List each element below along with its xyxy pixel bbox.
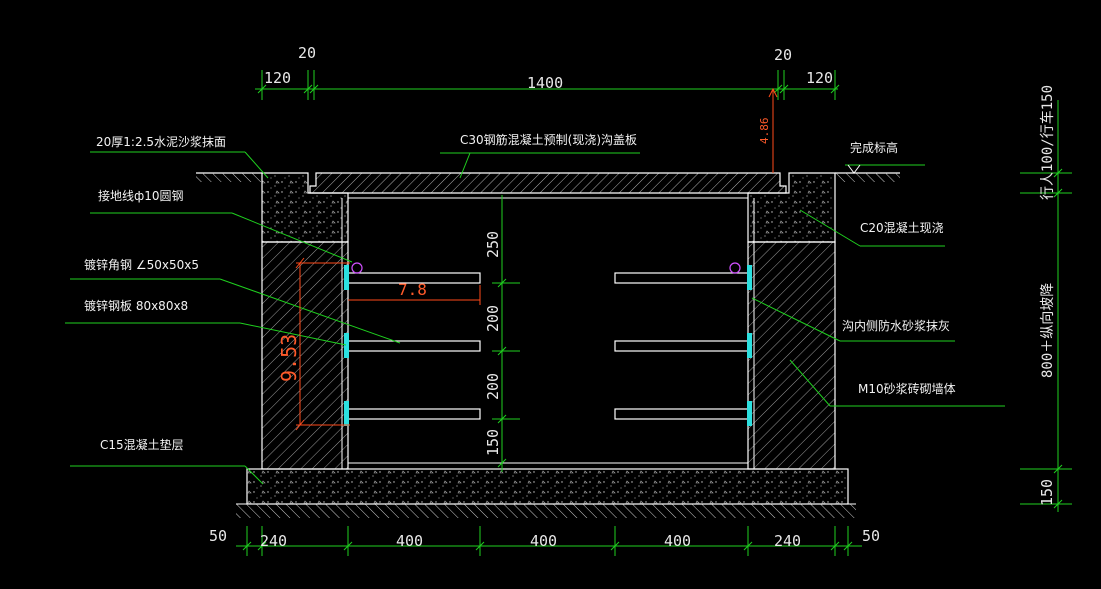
measure-cover-gap: 4.86 — [758, 118, 771, 145]
dim-bottom-right-margin: 50 — [862, 527, 880, 545]
label-c15: C15混凝土垫层 — [100, 437, 184, 452]
leader-lines — [65, 151, 1005, 485]
trench-structure — [196, 172, 900, 518]
bracket-right-2 — [614, 333, 752, 358]
label-steel-plate: 镀锌钢板 80x80x8 — [84, 299, 188, 313]
cable-brackets — [344, 262, 752, 426]
trench-interior — [347, 197, 749, 470]
measurement-text: 7.8 9.53 4.86 — [277, 118, 771, 383]
dim-bottom-span-3: 400 — [664, 532, 691, 550]
dim-top-right-gap: 20 — [774, 46, 792, 64]
bracket-left-2 — [344, 333, 481, 358]
dim-right-top: 行人100/行车150 — [1039, 85, 1056, 200]
measure-horizontal: 7.8 — [398, 280, 427, 299]
dimension-lines — [236, 70, 1072, 556]
label-ground-wire: 接地线ф10圆钢 — [98, 188, 184, 203]
base-earth-hatch — [236, 504, 856, 518]
finished-grade-triangle — [847, 164, 861, 174]
measure-vertical: 9.53 — [277, 334, 301, 382]
cover-slab — [309, 172, 787, 194]
bracket-left-3 — [344, 401, 481, 426]
label-plaster: 20厚1:2.5水泥沙浆抹面 — [96, 134, 226, 149]
dim-top-span: 1400 — [527, 74, 563, 92]
dim-right-bottom: 150 — [1038, 479, 1056, 506]
dim-top-left-wall: 120 — [264, 69, 291, 87]
left-masonry-wall — [261, 241, 349, 470]
label-c20: C20混凝土现浇 — [860, 220, 944, 235]
dim-vertical-4: 150 — [484, 429, 502, 456]
label-finished-grade: 完成标高 — [850, 140, 898, 155]
dim-bottom-left-margin: 50 — [209, 527, 227, 545]
ground-hatch-right — [835, 173, 900, 182]
label-masonry: M10砂浆砖砌墙体 — [858, 381, 956, 396]
annotation-labels: 20厚1:2.5水泥沙浆抹面 C30钢筋混凝土预制(现浇)沟盖板 完成标高 接地… — [84, 132, 956, 452]
label-waterproof: 沟内侧防水砂浆抹灰 — [842, 318, 950, 333]
bracket-right-1 — [614, 262, 752, 290]
c15-base-slab — [246, 468, 849, 505]
dim-bottom-span-1: 400 — [396, 532, 423, 550]
bracket-right-3 — [614, 401, 752, 426]
right-masonry-wall — [747, 241, 836, 470]
dim-top-left-gap: 20 — [298, 44, 316, 62]
label-cover-slab: C30钢筋混凝土预制(现浇)沟盖板 — [460, 132, 637, 147]
label-angle-steel: 镀锌角钢 ∠50x50x5 — [84, 258, 199, 272]
dim-vertical-1: 250 — [484, 231, 502, 258]
dim-right-mid: 800＋纵向坡降 — [1040, 283, 1056, 378]
red-measure-lines — [295, 87, 778, 431]
dim-vertical-3: 200 — [484, 373, 502, 400]
dim-top-right-wall: 120 — [806, 69, 833, 87]
dim-bottom-left-wall: 240 — [260, 532, 287, 550]
ground-hatch-left — [196, 173, 262, 182]
dim-vertical-2: 200 — [484, 305, 502, 332]
dim-bottom-span-2: 400 — [530, 532, 557, 550]
dimension-text: 20 20 120 1400 120 50 240 400 400 400 24… — [209, 44, 1056, 550]
bracket-left-1 — [344, 262, 481, 290]
dim-bottom-right-wall: 240 — [774, 532, 801, 550]
